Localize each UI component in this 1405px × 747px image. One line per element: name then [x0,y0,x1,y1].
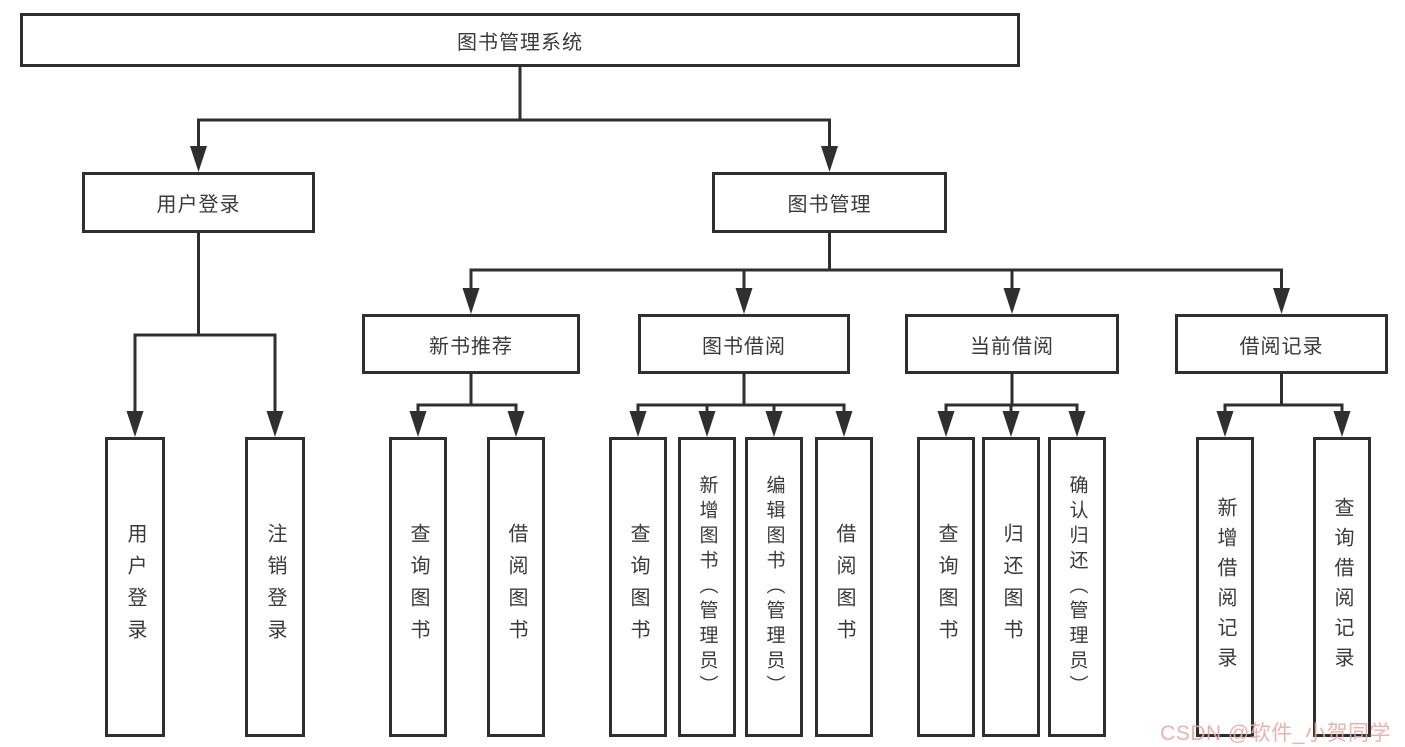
leaf-add-books-admin-label: 新增图书（管理员） [696,474,718,700]
arrowhead [462,288,480,314]
arrowhead [190,146,207,172]
node-root-label: 图书管理系统 [457,31,583,54]
node-book-management: 图书管理 [712,172,947,233]
leaf-add-books-admin: 新增图书（管理员） [678,437,736,737]
arrowhead [1068,411,1086,437]
node-borrow-records-label: 借阅记录 [1239,335,1324,358]
leaf-query-books-current: 查询图书 [917,437,975,737]
arrowhead [266,411,284,437]
leaf-confirm-return-admin: 确认归还（管理员） [1048,437,1106,737]
leaf-query-borrow-record-label: 查询借阅记录 [1331,497,1353,677]
node-book-management-label: 图书管理 [787,194,872,216]
node-user-login-label: 用户登录 [156,194,241,216]
arrowhead [507,411,525,437]
leaf-return-books: 归还图书 [982,437,1040,737]
leaf-query-books-borrowing: 查询图书 [609,437,667,737]
arrowhead [765,411,783,437]
node-new-book-recommend-label: 新书推荐 [429,335,513,358]
node-root: 图书管理系统 [20,13,1020,67]
arrowhead [698,411,716,437]
arrowhead [1273,288,1290,314]
leaf-add-borrow-record: 新增借阅记录 [1196,437,1254,737]
node-current-borrowing: 当前借阅 [905,314,1119,374]
arrowhead [735,288,753,314]
leaf-return-books-label: 归还图书 [1000,523,1022,651]
node-book-borrowing-label: 图书借阅 [702,335,786,358]
node-book-borrowing: 图书借阅 [638,314,850,374]
connector-book-management-children [462,231,1290,314]
connector-current-borrowing-children [937,373,1086,437]
leaf-query-books-borrowing-label: 查询图书 [627,523,649,651]
watermark: CSDN @软件_小贺同学 [1160,722,1391,745]
arrowhead [937,411,955,437]
connector-root-children [190,66,838,172]
arrowhead [126,411,144,437]
connector-new-book-children [409,373,525,437]
arrowhead [409,411,427,437]
leaf-logout-label: 注销登录 [264,523,286,651]
leaf-edit-books-admin: 编辑图书（管理员） [745,437,803,737]
arrowhead [1333,411,1351,437]
node-borrow-records: 借阅记录 [1175,314,1388,374]
leaf-edit-books-admin-label: 编辑图书（管理员） [763,474,785,700]
node-new-book-recommend: 新书推荐 [362,314,580,374]
arrowhead [629,411,647,437]
leaf-query-books-recommend-label: 查询图书 [407,523,429,651]
arrowhead [835,411,853,437]
leaf-user-login-label: 用户登录 [124,523,146,651]
leaf-borrow-books-borrowing-label: 借阅图书 [833,523,855,651]
arrowhead [1002,411,1020,437]
leaf-logout: 注销登录 [245,437,305,737]
leaf-confirm-return-admin-label: 确认归还（管理员） [1066,474,1088,700]
leaf-borrow-books-recommend-label: 借阅图书 [505,523,527,651]
connector-user-login-children [126,231,284,437]
arrowhead [1216,411,1234,437]
connector-book-borrowing-children [629,373,853,437]
leaf-add-borrow-record-label: 新增借阅记录 [1214,497,1236,677]
node-user-login: 用户登录 [82,172,315,233]
leaf-user-login: 用户登录 [105,437,165,737]
leaf-query-books-recommend: 查询图书 [389,437,447,737]
leaf-query-books-current-label: 查询图书 [935,523,957,651]
node-current-borrowing-label: 当前借阅 [970,335,1054,358]
arrowhead [821,146,838,172]
arrowhead [1003,288,1021,314]
leaf-borrow-books-recommend: 借阅图书 [487,437,545,737]
connector-borrow-records-children [1216,373,1351,437]
leaf-borrow-books-borrowing: 借阅图书 [815,437,873,737]
leaf-query-borrow-record: 查询借阅记录 [1313,437,1371,737]
